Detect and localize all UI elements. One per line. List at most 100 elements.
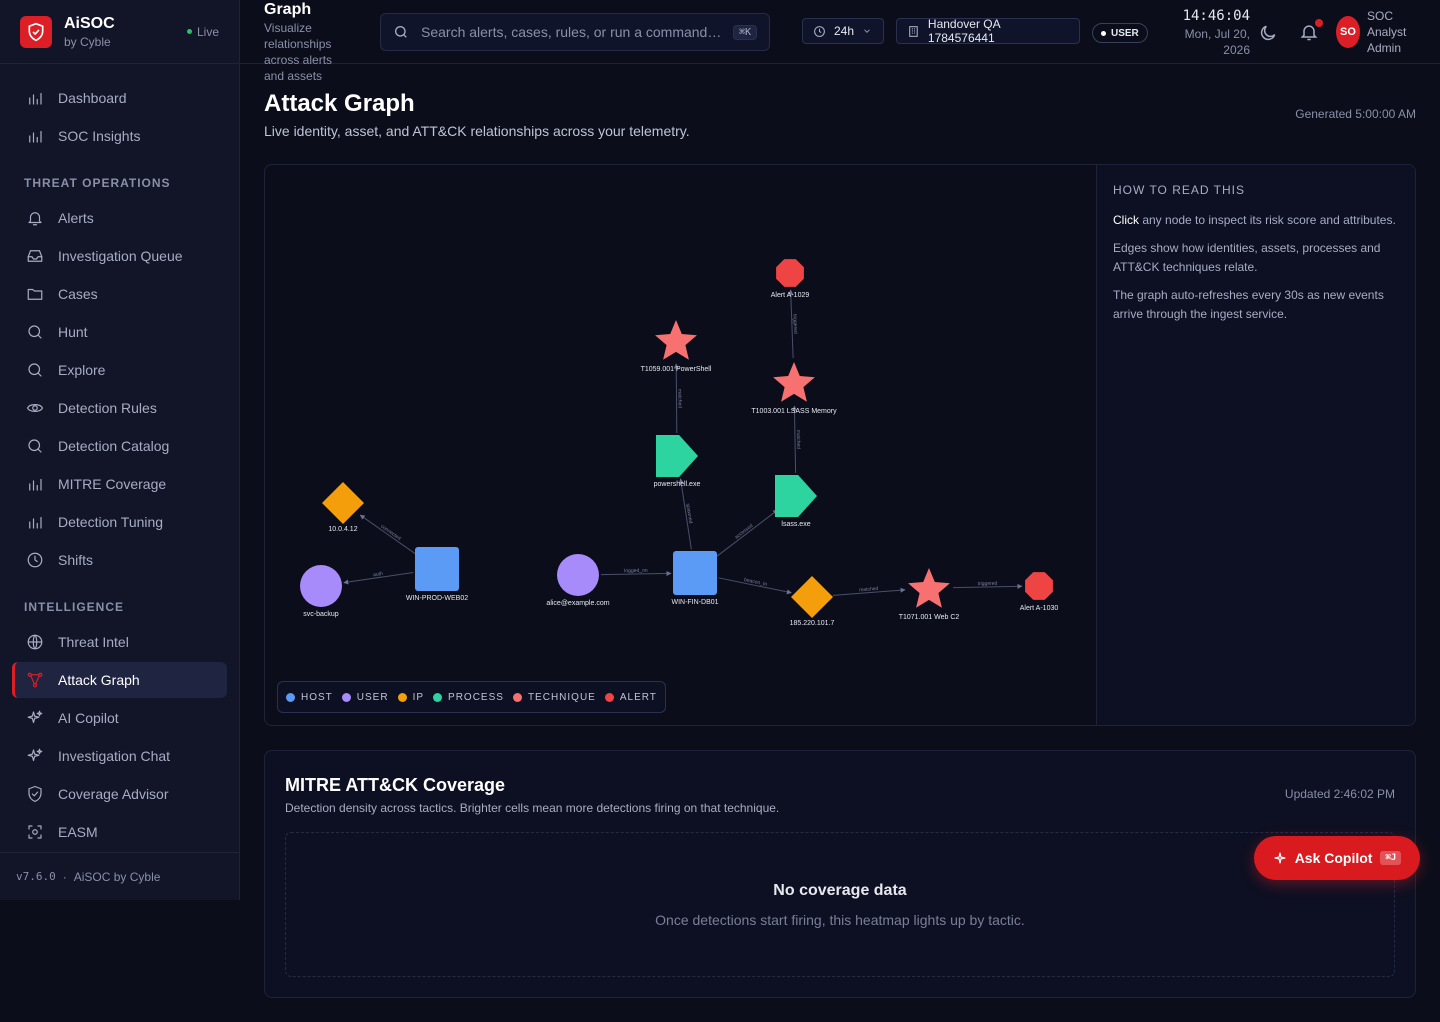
graph-node-t1071[interactable]: T1071.001 Web C2	[899, 568, 960, 621]
scan-icon	[28, 825, 42, 839]
graph-node-svcbackup[interactable]: svc-backup	[300, 565, 342, 618]
help-paragraph-1: Click any node to inspect its risk score…	[1113, 211, 1400, 230]
sidebar-item-detection-catalog[interactable]: Detection Catalog	[12, 428, 227, 464]
edge-label: matched	[859, 586, 879, 593]
sidebar-item-label: Detection Rules	[58, 400, 157, 416]
sidebar-item-alerts[interactable]: Alerts	[12, 200, 227, 236]
global-search[interactable]: ⌘K	[380, 13, 770, 51]
notification-dot	[1315, 19, 1323, 27]
topbar: Graph Visualize relationships across ale…	[240, 0, 1440, 83]
edge-line	[713, 509, 779, 559]
sidebar-item-soc-insights[interactable]: SOC Insights	[12, 118, 227, 154]
edge-label: triggered	[978, 581, 998, 587]
legend-label: HOST	[301, 691, 333, 703]
sidebar-item-label: EASM	[58, 824, 98, 840]
eye-icon	[26, 404, 44, 412]
graph-node-alertA1030[interactable]: Alert A-1030	[1020, 572, 1059, 612]
edge-label: logged_on	[624, 568, 648, 574]
page-title: Attack Graph	[264, 90, 415, 117]
edge-line	[673, 363, 679, 434]
alert-node-shape[interactable]	[1025, 572, 1053, 600]
graph-node-t1003[interactable]: T1003.001 LSASS Memory	[751, 362, 837, 415]
sidebar-item-detection-tuning[interactable]: Detection Tuning	[12, 504, 227, 540]
shield-icon	[28, 785, 42, 803]
ip-node-shape[interactable]	[791, 576, 833, 618]
edge-line	[788, 289, 794, 359]
clock-date: Mon, Jul 20, 2026	[1184, 27, 1250, 57]
graph-node-ip185[interactable]: 185.220.101.7	[790, 576, 835, 627]
sidebar-item-label: Cases	[58, 286, 98, 302]
node-label: 10.0.4.12	[328, 526, 357, 533]
sidebar-item-cases[interactable]: Cases	[12, 276, 227, 312]
sidebar-item-investigation-chat[interactable]: Investigation Chat	[12, 738, 227, 774]
graph-edge-webhost-svcbackup: auth	[343, 571, 414, 585]
ask-copilot-button[interactable]: Ask Copilot ⌘J	[1254, 836, 1420, 880]
attack-graph-svg[interactable]: triggeredmatchedmatchedspawnedaccessedco…	[265, 165, 1096, 725]
brand[interactable]: AiSOC by Cyble Live	[0, 0, 239, 64]
sidebar-item-easm[interactable]: EASM	[12, 814, 227, 850]
graph-node-alertA1029[interactable]: Alert A-1029	[771, 259, 810, 299]
technique-node-shape[interactable]	[773, 362, 815, 402]
mitre-title: MITRE ATT&CK Coverage	[285, 775, 506, 795]
sidebar-item-hunt[interactable]: Hunt	[12, 314, 227, 350]
sidebar-item-explore[interactable]: Explore	[12, 352, 227, 388]
alert-node-shape[interactable]	[776, 259, 804, 287]
search-icon	[28, 325, 42, 339]
sparkles-icon	[27, 748, 43, 762]
empty-title: No coverage data	[773, 881, 907, 899]
sidebar-item-investigation-queue[interactable]: Investigation Queue	[12, 238, 227, 274]
avatar[interactable]: SO	[1336, 16, 1360, 48]
sidebar-item-label: MITRE Coverage	[58, 476, 167, 492]
technique-node-shape[interactable]	[908, 568, 950, 608]
topbar-title-block: Graph Visualize relationships across ale…	[264, 0, 354, 84]
graph-node-lsass[interactable]: lsass.exe	[775, 475, 817, 528]
sidebar-footer: v7.6.0 · AiSOC by Cyble	[0, 852, 239, 900]
user-line-2: Analyst	[1367, 25, 1407, 39]
sidebar-item-label: Shifts	[58, 552, 94, 568]
tenant-select[interactable]: Handover QA 1784576441	[896, 17, 1080, 45]
bar-chart-icon	[29, 130, 42, 143]
graph-node-dbhost[interactable]: WIN-FIN-DB01	[671, 551, 719, 606]
folder-icon	[27, 288, 43, 300]
process-node-shape[interactable]	[775, 475, 817, 517]
search-input[interactable]	[421, 24, 721, 40]
inbox-icon	[27, 250, 43, 262]
graph-node-powershell[interactable]: powershell.exe	[654, 435, 701, 488]
sidebar-item-shifts[interactable]: Shifts	[12, 542, 227, 578]
edge-line	[792, 405, 797, 474]
host-node-shape[interactable]	[415, 547, 459, 591]
sidebar-item-mitre-coverage[interactable]: MITRE Coverage	[12, 466, 227, 502]
sidebar-item-attack-graph[interactable]: Attack Graph	[12, 662, 227, 698]
sidebar-item-ai-copilot[interactable]: AI Copilot	[12, 700, 227, 736]
sidebar-item-dashboard[interactable]: Dashboard	[12, 80, 227, 116]
ip-node-shape[interactable]	[322, 482, 364, 524]
edge-line	[678, 478, 692, 550]
sidebar-item-detection-rules[interactable]: Detection Rules	[12, 390, 227, 426]
legend-item-process: PROCESS	[433, 692, 504, 703]
bell-icon[interactable]	[1299, 22, 1319, 42]
help-heading: HOW TO READ THIS	[1113, 183, 1246, 197]
host-node-shape[interactable]	[673, 551, 717, 595]
user-node-shape[interactable]	[300, 565, 342, 607]
legend-label: PROCESS	[448, 691, 504, 703]
moon-icon[interactable]	[1258, 23, 1278, 43]
graph-node-ip10[interactable]: 10.0.4.12	[322, 482, 364, 533]
graph-node-alice[interactable]: alice@example.com	[546, 554, 610, 607]
process-node-shape[interactable]	[656, 435, 698, 477]
sidebar-item-coverage-advisor[interactable]: Coverage Advisor	[12, 776, 227, 812]
time-range-select[interactable]: 24h	[802, 18, 884, 44]
sidebar-item-threat-intel[interactable]: Threat Intel	[12, 624, 227, 660]
graph-node-webhost[interactable]: WIN-PROD-WEB02	[406, 547, 468, 602]
user-menu[interactable]: SOC Analyst Admin	[1367, 8, 1406, 56]
technique-node-shape[interactable]	[655, 320, 697, 360]
graph-icon	[27, 672, 43, 688]
graph-edge-dbhost-ip185: beacon_to	[718, 577, 792, 595]
legend-dot-icon	[512, 692, 522, 702]
user-node-shape[interactable]	[557, 554, 599, 596]
node-label: 185.220.101.7	[790, 620, 835, 627]
sidebar-item-label: Attack Graph	[58, 672, 140, 688]
graph-node-t1059[interactable]: T1059.001 PowerShell	[641, 320, 712, 373]
bar-chart-icon	[29, 516, 42, 529]
